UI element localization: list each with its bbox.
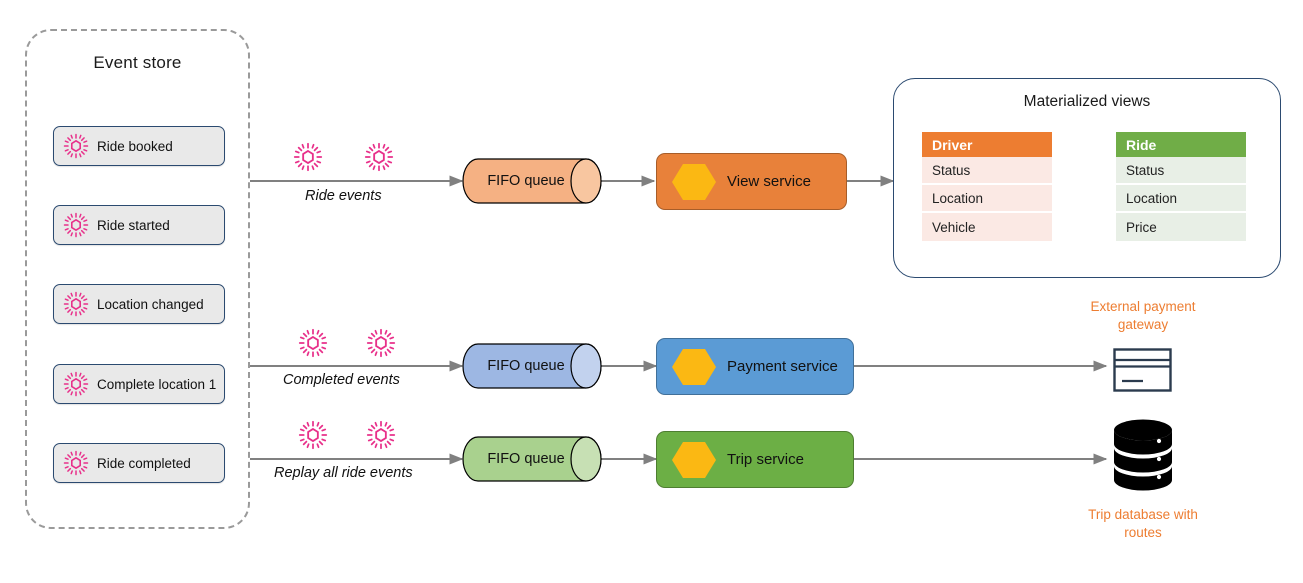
service-label: Payment service — [727, 358, 838, 375]
event-sun-icon — [63, 212, 89, 238]
hexagon-lambda-icon — [672, 441, 716, 478]
view-table-row: Status — [922, 157, 1052, 185]
event-item-location-changed[interactable]: Location changed — [53, 284, 225, 324]
service-label: View service — [727, 173, 811, 190]
queue-cylinder-shape — [462, 158, 602, 204]
credit-card-icon — [1113, 348, 1172, 392]
service-view-service[interactable]: View service — [656, 153, 847, 210]
flow-label-ride-events: Ride events — [305, 188, 382, 204]
event-sun-icon — [63, 371, 89, 397]
flow-event-sun-icon-1b — [364, 142, 394, 172]
event-item-label: Location changed — [97, 296, 204, 312]
database-icon — [1114, 419, 1172, 491]
view-table-row: Vehicle — [922, 213, 1052, 241]
event-item-label: Complete location 1 — [97, 376, 217, 392]
flow-label-replay-all-ride-events: Replay all ride events — [274, 465, 413, 481]
view-table-row: Location — [922, 185, 1052, 213]
fifo-queue-ride-events[interactable]: FIFO queue — [462, 158, 602, 204]
external-payment-gateway-label: External payment gateway — [1090, 299, 1196, 332]
event-store-title: Event store — [93, 53, 182, 72]
queue-cylinder-shape — [462, 343, 602, 389]
event-sun-icon — [63, 291, 89, 317]
view-table-header: Driver — [922, 132, 1052, 157]
view-table-ride: Ride Status Location Price — [1116, 132, 1246, 241]
event-item-ride-booked[interactable]: Ride booked — [53, 126, 225, 166]
event-item-complete-location-1[interactable]: Complete location 1 — [53, 364, 225, 404]
trip-database-label: Trip database with routes — [1088, 507, 1198, 540]
view-table-row: Status — [1116, 157, 1246, 185]
fifo-queue-completed-events[interactable]: FIFO queue — [462, 343, 602, 389]
event-item-label: Ride started — [97, 217, 170, 233]
materialized-views-title: Materialized views — [1023, 93, 1151, 110]
service-trip-service[interactable]: Trip service — [656, 431, 854, 488]
view-table-header: Ride — [1116, 132, 1246, 157]
hexagon-lambda-icon — [672, 348, 716, 385]
flow-event-sun-icon-3b — [366, 420, 396, 450]
materialized-views-panel: Materialized views Driver Status Locatio… — [893, 78, 1281, 278]
service-payment-service[interactable]: Payment service — [656, 338, 854, 395]
flow-event-sun-icon-1a — [293, 142, 323, 172]
view-table-row: Location — [1116, 185, 1246, 213]
event-item-ride-started[interactable]: Ride started — [53, 205, 225, 245]
event-item-label: Ride completed — [97, 455, 191, 471]
flow-event-sun-icon-2a — [298, 328, 328, 358]
view-table-driver: Driver Status Location Vehicle — [922, 132, 1052, 241]
event-item-label: Ride booked — [97, 138, 173, 154]
flow-label-completed-events: Completed events — [283, 372, 400, 388]
hexagon-lambda-icon — [672, 163, 716, 200]
view-table-row: Price — [1116, 213, 1246, 241]
fifo-queue-replay-events[interactable]: FIFO queue — [462, 436, 602, 482]
queue-cylinder-shape — [462, 436, 602, 482]
service-label: Trip service — [727, 451, 804, 468]
event-sun-icon — [63, 133, 89, 159]
event-item-ride-completed[interactable]: Ride completed — [53, 443, 225, 483]
flow-event-sun-icon-2b — [366, 328, 396, 358]
flow-event-sun-icon-3a — [298, 420, 328, 450]
event-sun-icon — [63, 450, 89, 476]
